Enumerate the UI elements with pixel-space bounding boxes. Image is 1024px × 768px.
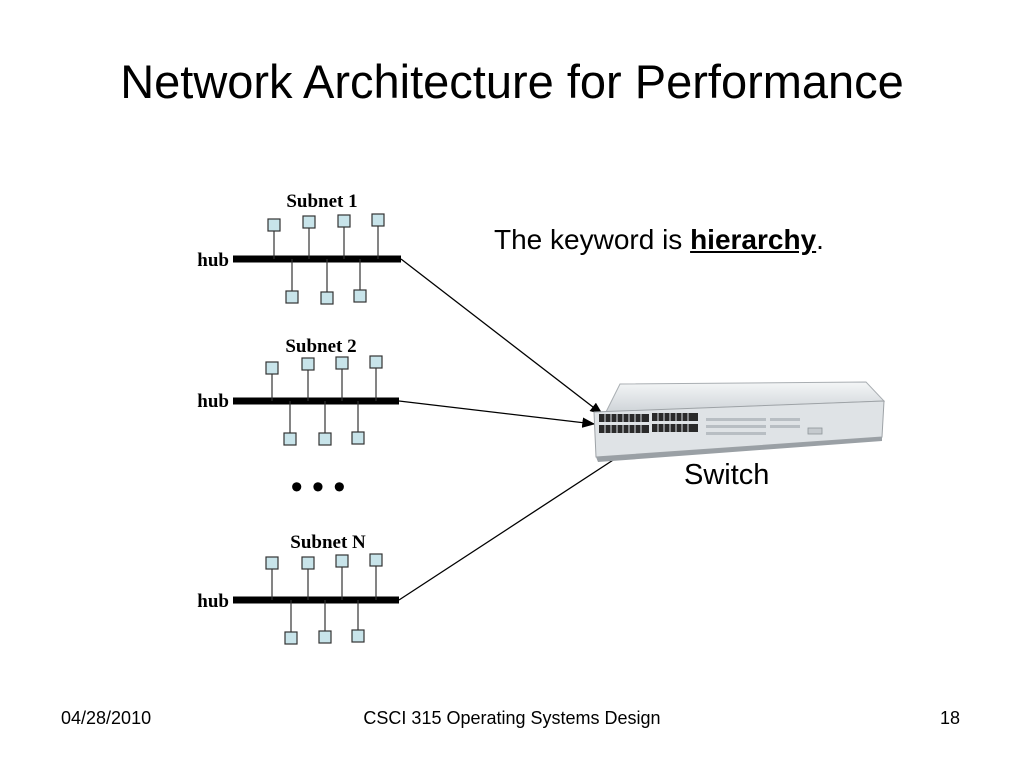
switch-label: Switch: [684, 459, 770, 491]
uplink-arrow-1: [400, 258, 604, 415]
keyword-prefix: The keyword is: [494, 224, 691, 255]
subnet-n-label: Subnet N: [290, 532, 366, 553]
slide-title: Network Architecture for Performance: [120, 55, 904, 108]
slide-number: 18: [940, 708, 961, 728]
footer-date: 04/28/2010: [61, 708, 152, 728]
footer-course: CSCI 315 Operating Systems Design: [363, 708, 661, 728]
subnet-1-hosts: [267, 213, 385, 305]
subnet-1-label: Subnet 1: [286, 191, 357, 212]
subnet-n: Subnet N hub: [197, 532, 399, 645]
uplink-arrow-2: [398, 400, 596, 428]
hub-n-label: hub: [197, 591, 229, 612]
subnet-n-hosts: [265, 553, 383, 645]
keyword-text: The keyword is hierarchy.: [494, 222, 824, 258]
keyword-word: hierarchy: [690, 224, 817, 255]
keyword-suffix: .: [816, 224, 824, 255]
hub-1-label: hub: [197, 250, 229, 271]
subnet-1: Subnet 1 hub: [197, 191, 401, 305]
hub-2-label: hub: [197, 391, 229, 412]
switch-icon: [593, 381, 886, 462]
subnet-ellipsis: • • •: [291, 468, 346, 506]
uplink-arrows: [398, 258, 632, 601]
subnet-2-label: Subnet 2: [285, 336, 356, 357]
uplink-arrow-n: [398, 448, 632, 601]
subnet-2-hosts: [265, 355, 383, 446]
subnet-2: Subnet 2 hub: [197, 336, 399, 446]
